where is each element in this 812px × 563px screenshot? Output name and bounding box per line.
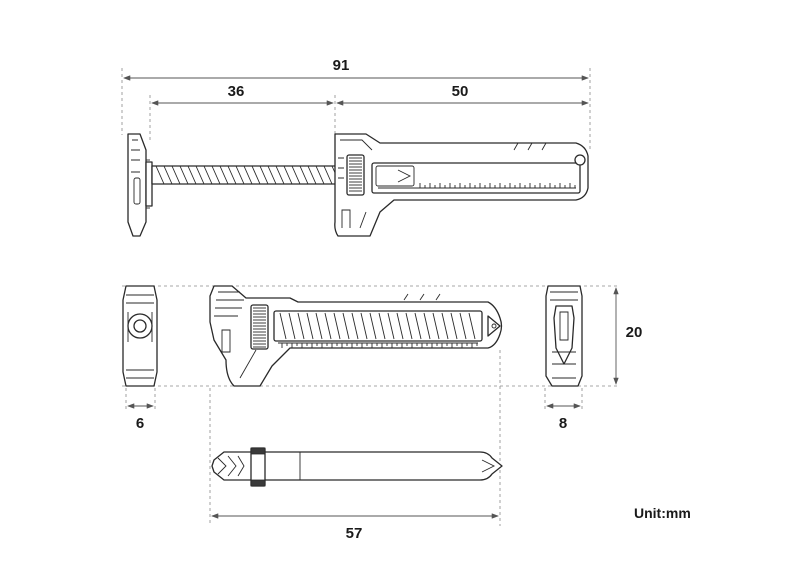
- unit-label: Unit:mm: [634, 505, 691, 521]
- wrench-bottom-view: [209, 350, 503, 526]
- dimension-jaw-width: 6: [125, 388, 156, 432]
- dimension-closed-length: 57: [211, 513, 499, 542]
- dimension-body-width-label: 8: [559, 415, 567, 432]
- dimension-jaw-width-label: 6: [136, 415, 144, 432]
- dimension-body-width: 8: [544, 388, 583, 432]
- dimension-body-length: 50: [336, 83, 589, 106]
- dimension-overall-length-label: 91: [333, 57, 350, 74]
- dimension-screw-length-label: 36: [228, 83, 245, 100]
- wrench-end-view-jaw: [122, 285, 620, 387]
- wrench-end-view-body: [545, 285, 583, 387]
- dimension-screw-length: 36: [149, 83, 336, 140]
- dimension-overall-length: 91: [121, 57, 591, 150]
- wrench-open-view: [127, 133, 589, 237]
- dimension-closed-length-label: 57: [346, 525, 363, 542]
- dimension-body-length-label: 50: [452, 83, 469, 100]
- wrench-closed-view: [209, 285, 503, 387]
- dimension-height-label: 20: [626, 324, 643, 341]
- dimension-height: 20: [613, 287, 643, 385]
